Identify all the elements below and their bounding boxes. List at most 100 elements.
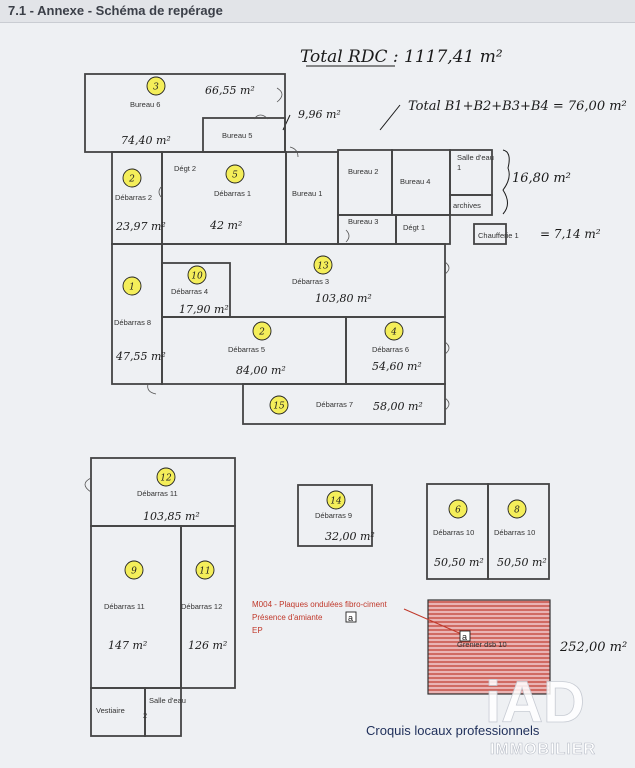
room-number-highlight bbox=[326, 490, 346, 510]
annex-left-walls bbox=[90, 457, 236, 737]
room-label: Salle d'eau bbox=[457, 153, 494, 162]
room-number-highlight bbox=[384, 321, 404, 341]
legend-presence: Présence d'amiante bbox=[252, 613, 323, 622]
room-archives: archives bbox=[453, 201, 481, 210]
room-label: Débarras 4 bbox=[171, 287, 208, 296]
room-area: 32,00 m² bbox=[325, 530, 375, 543]
page-title: 7.1 - Annexe - Schéma de repérage bbox=[8, 3, 223, 18]
total-rdc-note: Total RDC : 1117,41 m² bbox=[300, 47, 503, 67]
room-bureau5: Bureau 5 bbox=[222, 131, 252, 140]
room-area: 58,00 m² bbox=[373, 400, 423, 413]
grenier-area-note: 252,00 m² bbox=[559, 640, 627, 655]
room-label: Débarras 5 bbox=[228, 345, 265, 354]
room-label: Bureau 5 bbox=[222, 131, 252, 140]
debarras10-walls bbox=[426, 483, 550, 580]
room-label: Dégt 1 bbox=[403, 223, 425, 232]
room-number: 6 bbox=[455, 506, 461, 516]
room-label: Bureau 6 bbox=[130, 100, 160, 109]
room-number: 9 bbox=[131, 567, 137, 577]
room-label: Débarras 1 bbox=[214, 189, 251, 198]
amiante-marker-box bbox=[459, 630, 471, 642]
room-number-highlight bbox=[252, 321, 272, 341]
room-number-highlight bbox=[146, 76, 166, 96]
room-area: 74,40 m² bbox=[121, 134, 171, 147]
room-label-line2: 1 bbox=[457, 163, 461, 172]
room-area: 54,60 m² bbox=[372, 360, 422, 373]
legend-marker-letter: a bbox=[348, 613, 353, 623]
room-degt1: Dégt 1 bbox=[403, 223, 425, 232]
room-area: 47,55 m² bbox=[115, 350, 166, 363]
brace-area-note: 16,80 m² bbox=[512, 171, 571, 186]
room-number: 12 bbox=[160, 474, 172, 484]
room-bureau3: Bureau 3 bbox=[348, 217, 378, 226]
room-area: 103,80 m² bbox=[315, 292, 372, 305]
main-building-walls bbox=[84, 73, 507, 425]
room-bureau2: Bureau 2 bbox=[348, 167, 378, 176]
room-label: Débarras 3 bbox=[292, 277, 329, 286]
room-number: 4 bbox=[390, 328, 397, 338]
room-number-highlight bbox=[124, 560, 144, 580]
room-area: 103,85 m² bbox=[143, 510, 200, 523]
room-area: 42 m² bbox=[209, 219, 242, 232]
room-label: Débarras 9 bbox=[315, 511, 352, 520]
room-label: Vestiaire bbox=[96, 706, 125, 715]
room-area: 50,50 m² bbox=[497, 556, 547, 569]
page-header: 7.1 - Annexe - Schéma de repérage bbox=[0, 0, 635, 23]
room-chaufferie1: Chaufferie 1 bbox=[478, 231, 519, 240]
room-number: 5 bbox=[232, 171, 238, 181]
room-label: Débarras 6 bbox=[372, 345, 409, 354]
footer-caption: Croquis locaux professionnels bbox=[366, 723, 540, 738]
bureaux-total-arrow bbox=[379, 104, 401, 131]
room-label: Débarras 11 bbox=[137, 489, 178, 498]
room-label: Grenier dsb 10 bbox=[457, 640, 507, 649]
room-label: Bureau 3 bbox=[348, 217, 378, 226]
room-label: Débarras 11 bbox=[104, 602, 145, 611]
room-number: 3 bbox=[153, 83, 159, 93]
room-vestiaire: Vestiaire bbox=[96, 706, 125, 715]
room-label: Dégt 2 bbox=[174, 164, 196, 173]
room-label: Chaufferie 1 bbox=[478, 231, 519, 240]
room-number-highlight bbox=[313, 255, 333, 275]
room-label: Bureau 1 bbox=[292, 189, 322, 198]
iad-logo: iAD bbox=[485, 670, 585, 735]
room-label: Débarras 10 bbox=[433, 528, 474, 537]
room-grenier: Grenier dsb 10 bbox=[457, 640, 507, 649]
room-number-highlight bbox=[122, 168, 142, 188]
room-number: 2 bbox=[128, 175, 135, 185]
room-number-highlight bbox=[195, 560, 215, 580]
room-number: 1 bbox=[129, 283, 135, 293]
room-label-line2: 2 bbox=[143, 711, 147, 720]
room-label: Débarras 10 bbox=[494, 528, 535, 537]
room-number: 15 bbox=[273, 402, 285, 412]
grenier-hatched-area bbox=[427, 599, 551, 695]
bureaux-total-note: Total B1+B2+B3+B4 = 76,00 m² bbox=[408, 99, 627, 114]
room-area: 17,90 m² bbox=[179, 303, 229, 316]
room-label: Salle d'eau bbox=[149, 696, 186, 705]
b5-area-note: 9,96 m² bbox=[298, 108, 341, 121]
brace-mark bbox=[502, 149, 510, 215]
room-number-highlight bbox=[448, 499, 468, 519]
chaufferie-area-note: = 7,14 m² bbox=[540, 227, 601, 241]
room-number-highlight bbox=[269, 395, 289, 415]
iad-logo-sub: IMMOBILIER bbox=[490, 741, 596, 758]
b56-area-note: 66,55 m² bbox=[205, 84, 255, 97]
room-label: Bureau 4 bbox=[400, 177, 430, 186]
legend-ep: EP bbox=[252, 626, 263, 635]
debarras9-walls bbox=[297, 484, 373, 547]
room-bureau1: Bureau 1 bbox=[292, 189, 322, 198]
room-number: 11 bbox=[199, 567, 210, 577]
